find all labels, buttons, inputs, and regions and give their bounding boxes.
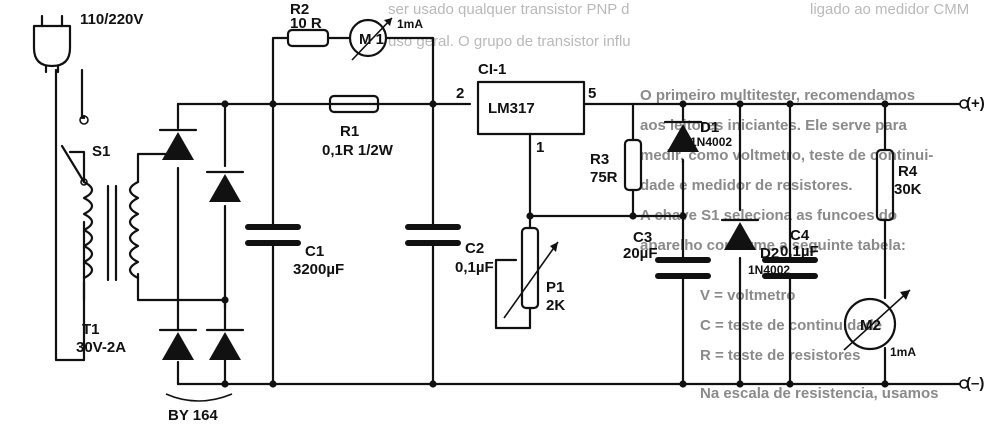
c1-ref: C1 (305, 243, 324, 260)
plug-label: 110/220V (80, 11, 143, 28)
bridge-rectifier (158, 128, 245, 360)
junction-dot (679, 100, 687, 108)
regulator-ci1-icon (476, 80, 586, 136)
negative-terminal-icon (959, 379, 969, 389)
junction-dot (221, 100, 229, 108)
junction-dot (629, 212, 637, 220)
p1-value: 2K (546, 297, 565, 314)
p1-ref: P1 (546, 279, 564, 296)
r2-ref: R2 (290, 1, 309, 18)
ci1-pin-adj: 1 (536, 139, 544, 156)
bg-line-7: dade e medidor de resistores. (640, 177, 853, 194)
r4-ref: R4 (898, 163, 918, 180)
junction-dot (786, 380, 794, 388)
junction-dot (429, 100, 437, 108)
bg-line-6: medir, como voltmetro, teste de continui… (640, 147, 933, 164)
junction-dot (736, 380, 744, 388)
plug-icon (32, 14, 72, 74)
meter-m1-icon (348, 17, 393, 61)
bridge-label: BY 164 (168, 407, 218, 424)
junction-dot (679, 212, 687, 220)
r1-ref: R1 (340, 123, 359, 140)
switch-label: S1 (92, 143, 110, 160)
bg-line-1: ser usado qualquer transistor PNP d (388, 1, 630, 18)
junction-dot (526, 212, 534, 220)
diode-icon (205, 328, 245, 360)
c1-value: 3200µF (293, 261, 344, 278)
potentiometer-p1-icon (503, 226, 559, 319)
bg-line-2: uso geral. O grupo de transistor influ (388, 33, 631, 50)
m2-value: 1mA (890, 345, 916, 359)
ci1-ref: CI-1 (478, 61, 506, 78)
m2-ref: M2 (860, 317, 881, 334)
d1-ref: D1 (700, 119, 719, 136)
m1-value: 1mA (397, 17, 423, 31)
diode-icon (158, 328, 198, 360)
junction-dot (881, 380, 889, 388)
positive-terminal-label: (+) (966, 95, 985, 112)
resistor-r1-icon (328, 94, 380, 114)
bg-line-3: ligado ao medidor CMM (810, 1, 969, 18)
r2-value: 10 R (290, 15, 322, 32)
junction-dot (881, 100, 889, 108)
d1-value: 1N4002 (690, 135, 732, 149)
switch-icon (60, 115, 89, 186)
r1-value: 0,1R 1/2W (322, 142, 394, 159)
resistor-r2-icon (286, 28, 330, 48)
c4-ref: C4 (790, 227, 810, 244)
m1-ref: M 1 (359, 31, 384, 48)
c2-value: 0,1µF (455, 259, 494, 276)
junction-dot (269, 380, 277, 388)
background-text: ser usado qualquer transistor PNP d uso … (388, 1, 969, 402)
r4-value: 30K (894, 181, 922, 198)
diode-d1-icon (663, 120, 703, 152)
junction-dot (736, 100, 744, 108)
ci1-pin-in: 2 (456, 85, 464, 102)
bg-line-4: O primeiro multitester, recomendamos (640, 87, 915, 104)
c4-value: 0,1µF (780, 243, 819, 260)
bridge-brace (165, 393, 233, 402)
ci1-value: LM317 (488, 100, 535, 117)
meter-m2-icon (843, 289, 911, 351)
c2-ref: C2 (465, 240, 484, 257)
junction-dot (429, 380, 437, 388)
bg-line-9: aparelho conforme a seguinte tabela: (640, 237, 906, 254)
c3-value: 20µF (623, 245, 658, 262)
junction-dot (786, 100, 794, 108)
diode-d2-icon (720, 218, 760, 250)
capacitor-c4-icon (762, 257, 818, 279)
bg-line-5: aos leitores iniciantes. Ele serve para (640, 117, 907, 134)
resistor-r4-icon (875, 148, 895, 222)
transformer-icon (82, 180, 140, 282)
diode-icon (205, 170, 245, 202)
junction-dot (269, 100, 277, 108)
bg-line-10: V = voltmetro (700, 287, 795, 304)
capacitor-c3-icon (655, 257, 711, 279)
transformer-ref: T1 (82, 321, 100, 338)
r3-ref: R3 (590, 151, 609, 168)
transformer-value: 30V-2A (76, 339, 126, 356)
bg-line-12: R = teste de resistores (700, 347, 861, 364)
c3-ref: C3 (633, 229, 652, 246)
positive-terminal-icon (959, 99, 969, 109)
junction-dot (679, 380, 687, 388)
resistor-r3-icon (623, 138, 643, 192)
r3-value: 75R (590, 169, 618, 186)
junction-dot (221, 380, 229, 388)
bg-line-8: A chave S1 seleciona as funcoes do (640, 207, 897, 224)
capacitor-c2-icon (405, 224, 461, 246)
diode-icon (158, 128, 198, 160)
capacitor-c1-icon (245, 224, 301, 246)
ci1-pin-out: 5 (588, 85, 596, 102)
negative-terminal-label: (–) (966, 375, 984, 392)
bg-line-13: Na escala de resistencia, usamos (700, 385, 938, 402)
